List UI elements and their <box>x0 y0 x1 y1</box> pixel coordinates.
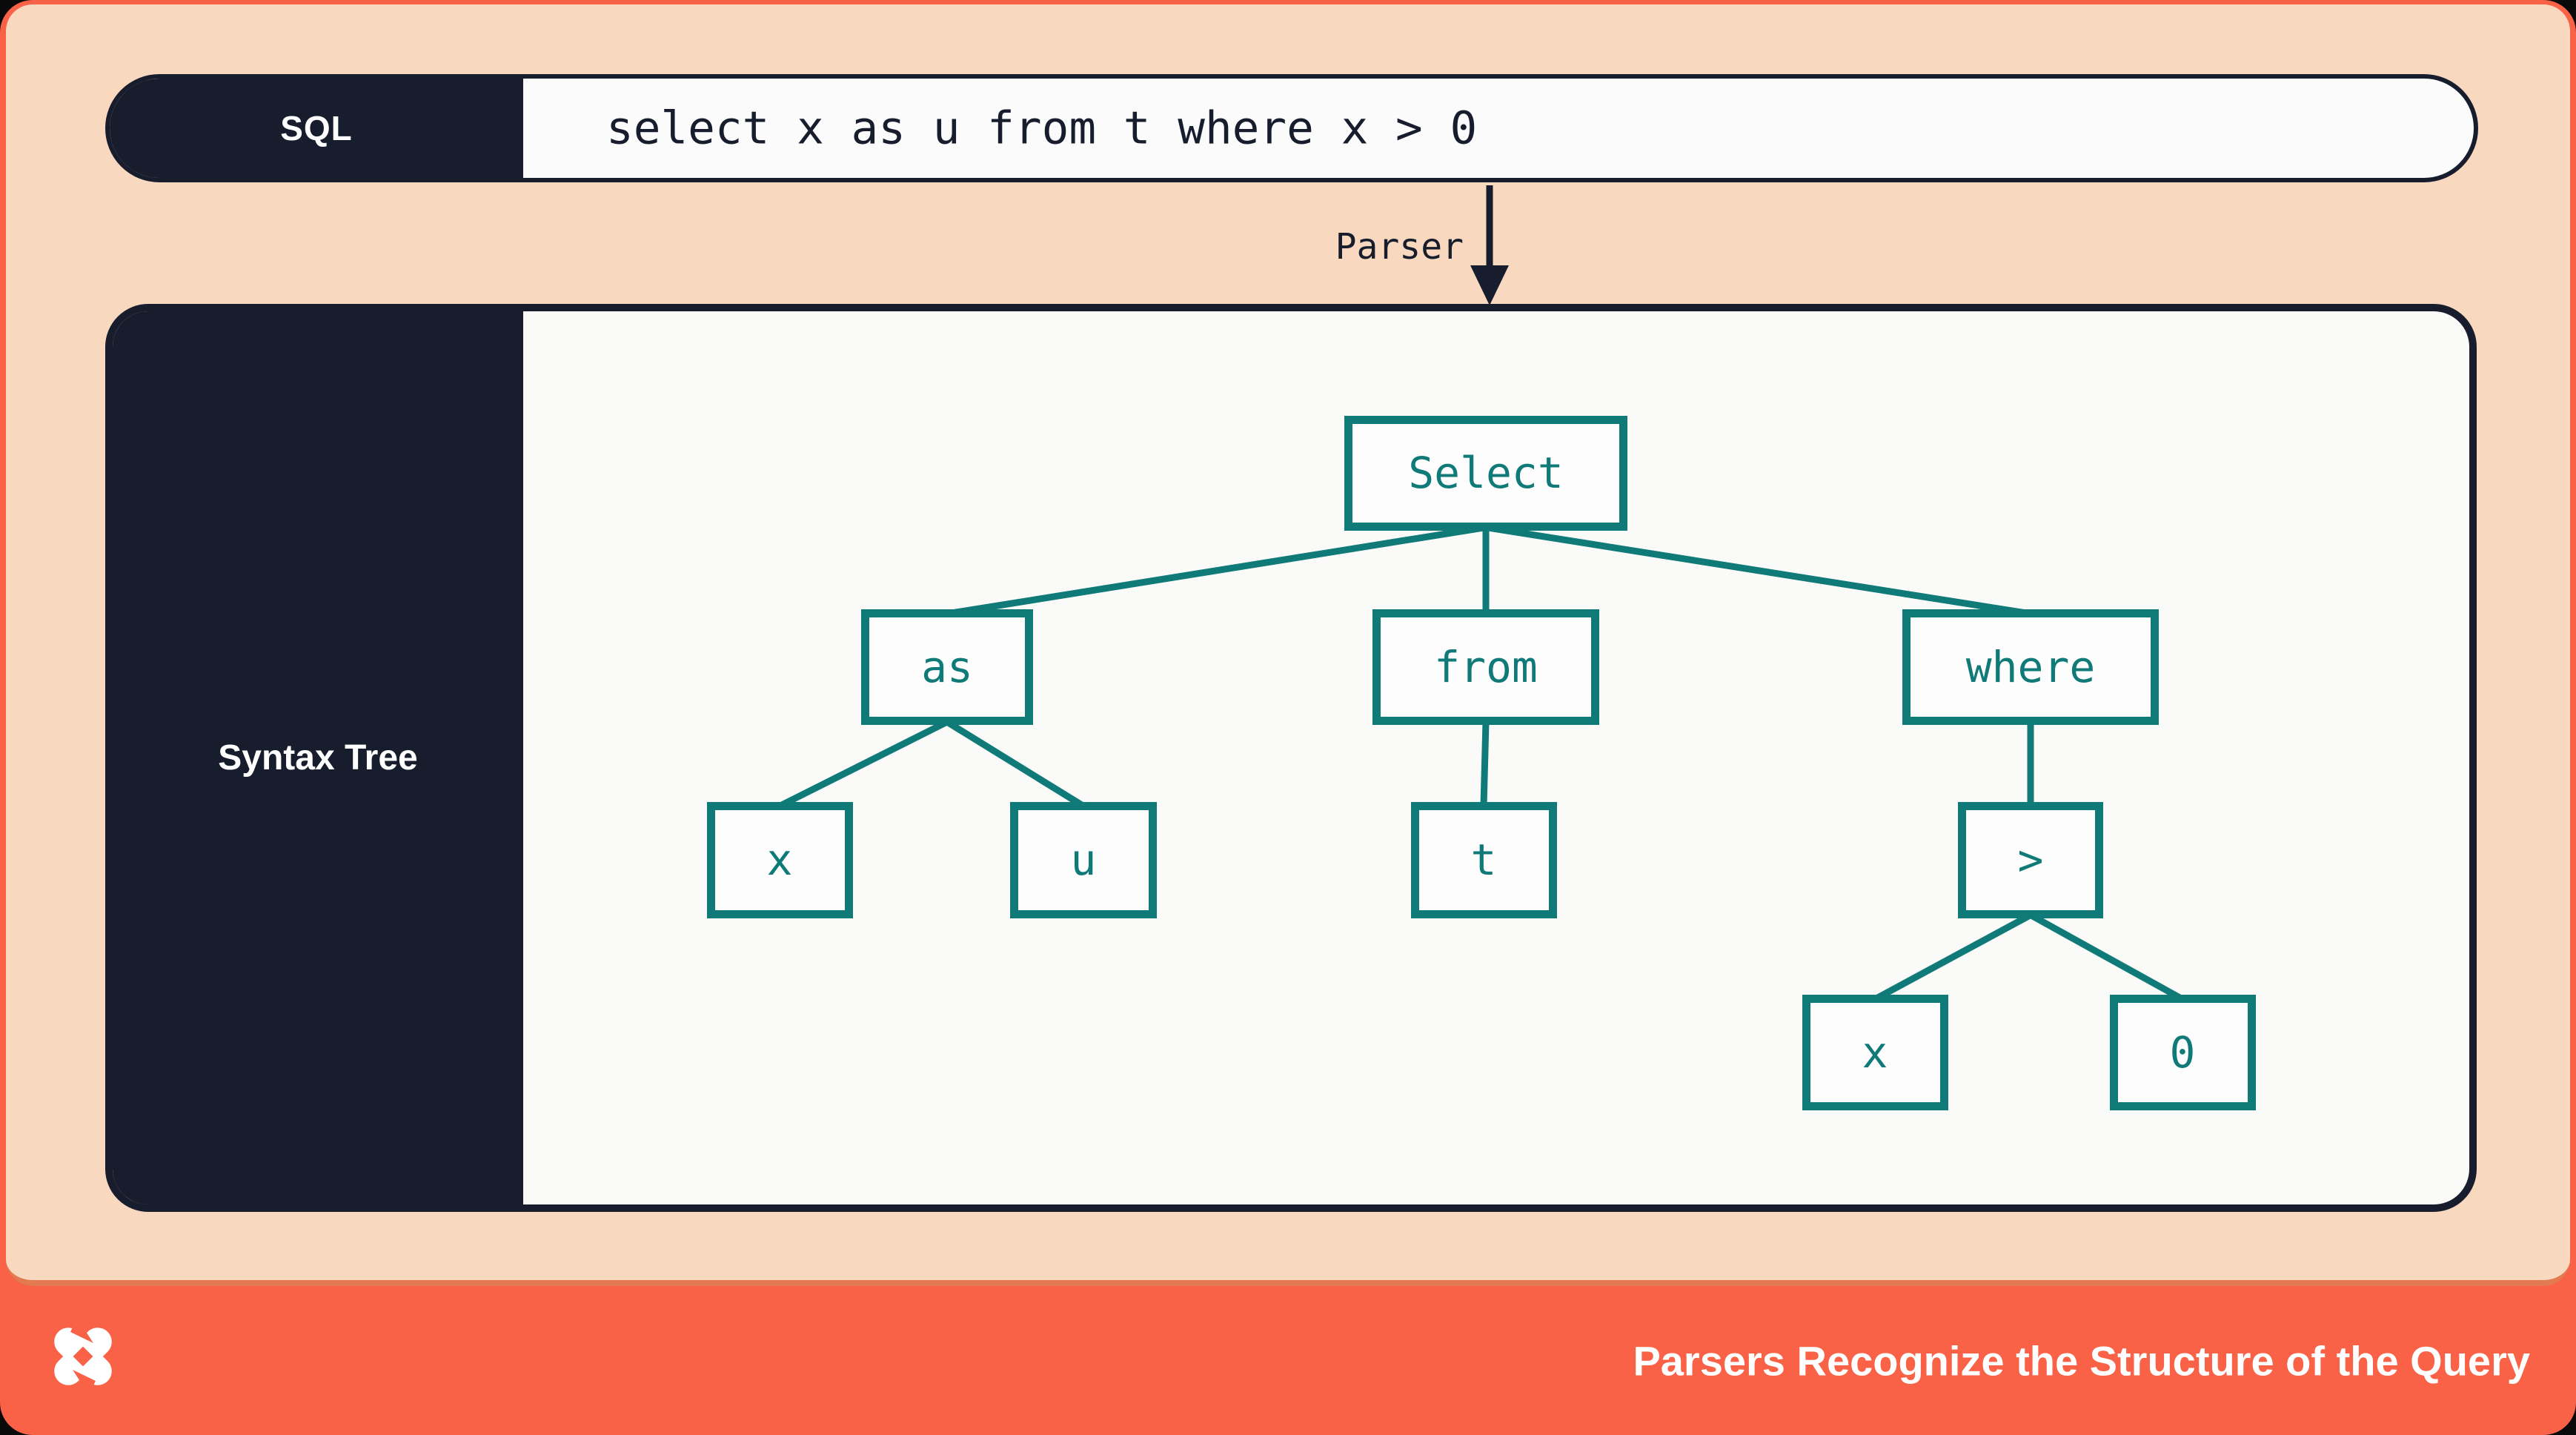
footer-title: Parsers Recognize the Structure of the Q… <box>1633 1337 2530 1384</box>
sql-bar-label: SQL <box>280 109 353 148</box>
sql-bar: SQL select x as u from t where x > 0 <box>105 74 2478 182</box>
syntax-tree-label: Syntax Tree <box>218 738 418 778</box>
four-point-star-logo-icon <box>54 1319 112 1393</box>
footer-bar: Parsers Recognize the Structure of the Q… <box>0 1286 2576 1435</box>
syntax-tree-panel: Syntax Tree <box>105 304 2477 1212</box>
parser-label: Parser <box>1335 226 1464 268</box>
sql-bar-label-segment: SQL <box>110 79 523 178</box>
syntax-tree-label-segment: Syntax Tree <box>113 311 523 1204</box>
sql-query-text: select x as u from t where x > 0 <box>606 102 1478 155</box>
